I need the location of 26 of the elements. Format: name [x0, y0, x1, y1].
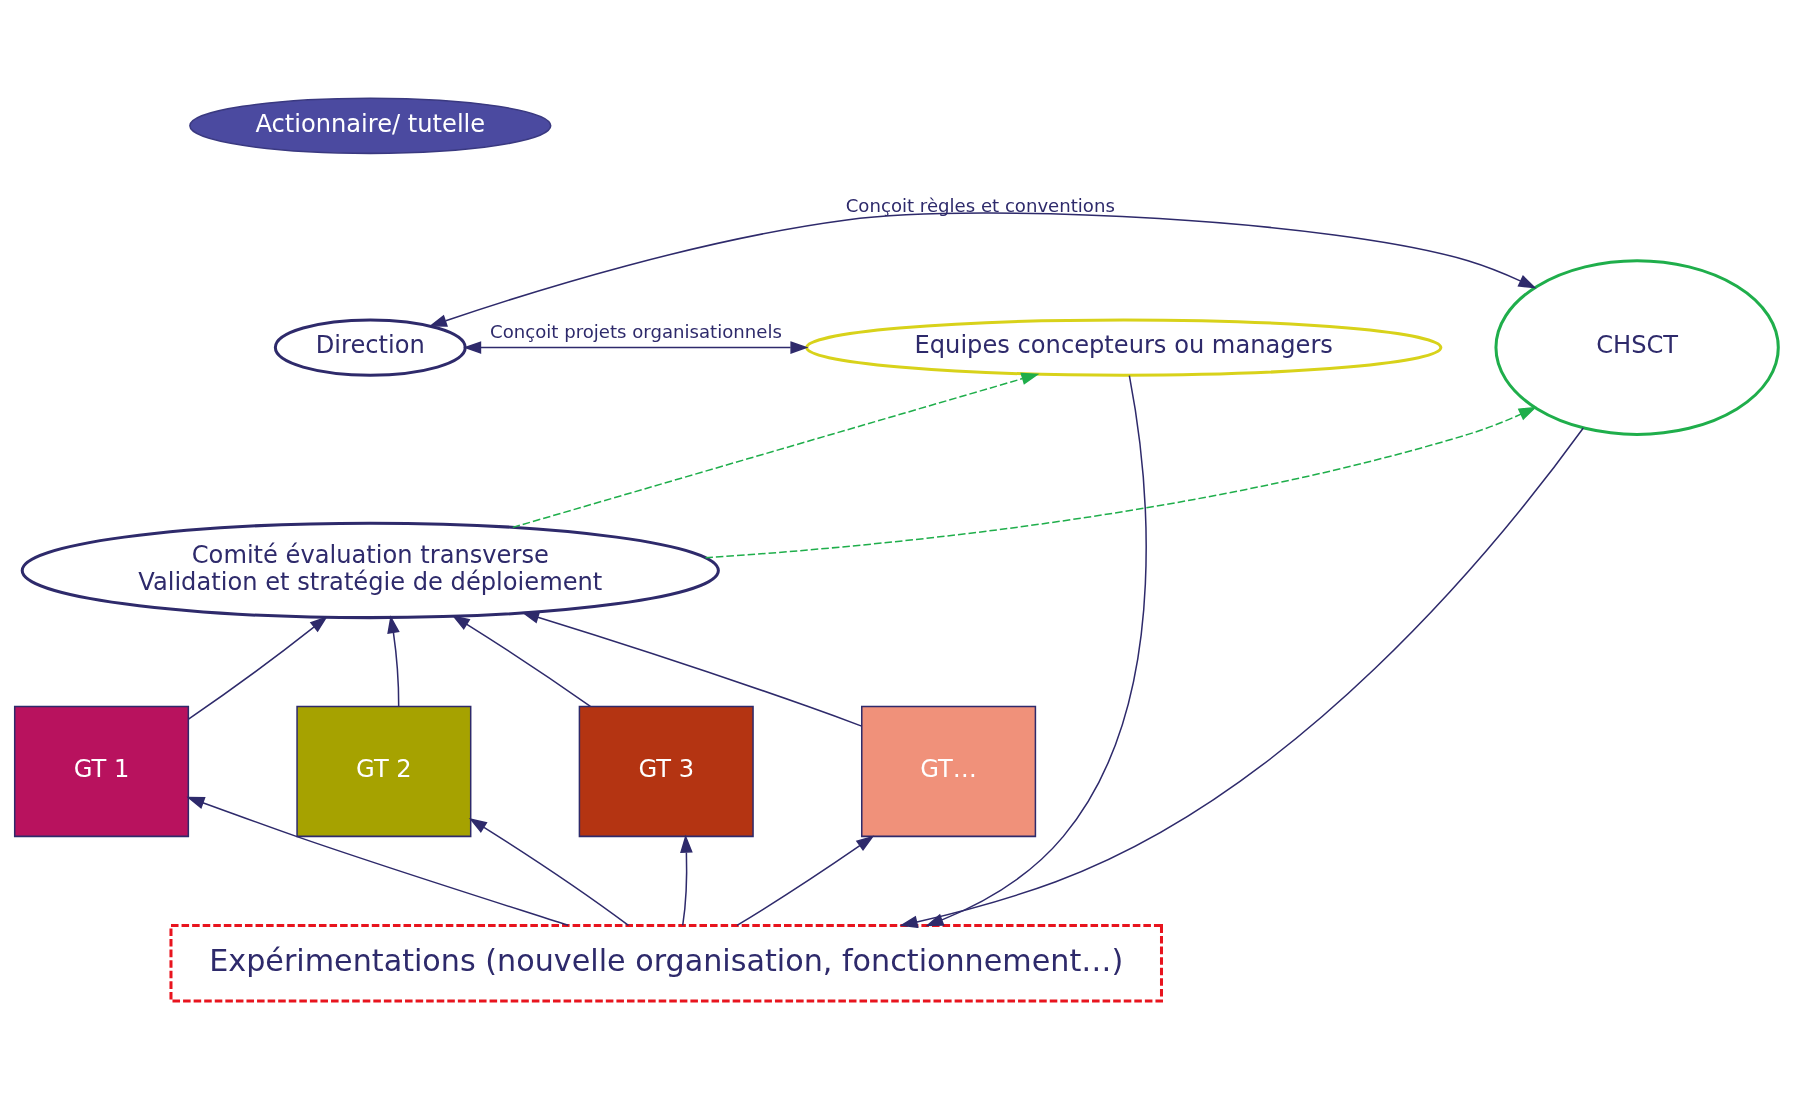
node-ellipse: Direction: [273, 317, 467, 377]
edge-label: Conçoit projets organisationnels: [490, 320, 782, 342]
arrow: [468, 817, 630, 926]
node-box: GT 1: [13, 705, 190, 837]
node-ellipse: Equipes concepteurs ou managers: [805, 317, 1443, 377]
arrow: [512, 372, 1040, 528]
node-ellipse: CHSCT: [1494, 258, 1780, 436]
arrow: [451, 614, 592, 707]
arrow: [899, 426, 1585, 928]
node-box: Expérimentations (nouvelle organisation, fonctionnement…): [169, 923, 1163, 1002]
node-box: GT 3: [578, 705, 754, 837]
node-ellipse: Comité évaluation transverse Validation et stratégie de déploiement: [20, 521, 720, 619]
node-box: GT…: [861, 705, 1037, 837]
arrow: [463, 340, 809, 354]
arrow: [187, 615, 328, 720]
arrow: [186, 796, 569, 926]
node-ellipse: Actionnaire/ tutelle: [189, 96, 552, 154]
arrow: [521, 610, 863, 727]
arrow: [387, 614, 400, 707]
arrow: [736, 835, 875, 926]
arrow: [704, 406, 1537, 559]
arrow: [925, 374, 1147, 926]
arrow: [428, 211, 1537, 327]
node-box: GT 2: [296, 705, 472, 837]
arrow: [680, 834, 693, 926]
edge-label: Conçoit règles et conventions: [845, 194, 1115, 216]
